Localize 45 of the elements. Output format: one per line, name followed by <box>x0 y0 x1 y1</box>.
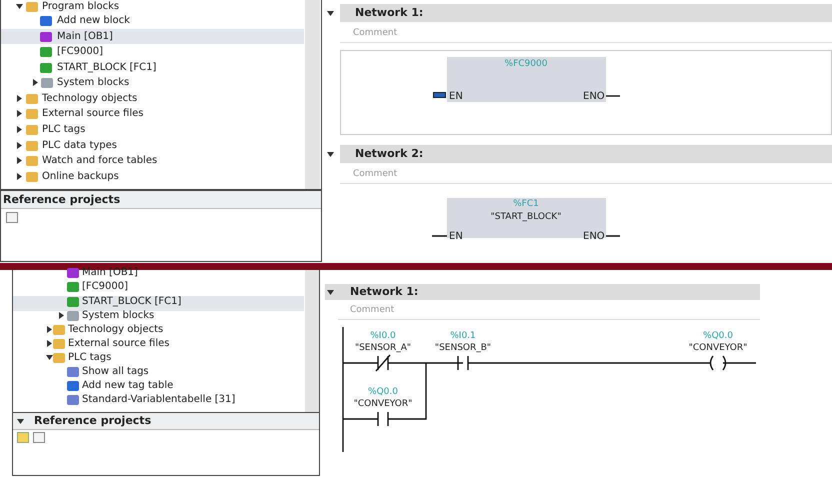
tree-item: Technology objects <box>68 323 164 336</box>
tree-item: External source files <box>68 337 170 350</box>
tree-item: PLC tags <box>42 123 86 136</box>
comment-placeholder: Comment <box>353 27 398 40</box>
comment-placeholder: Comment <box>353 168 398 181</box>
tag-address: %I0.1 <box>450 330 476 343</box>
tree-item: Technology objects <box>42 92 138 105</box>
tree-item: [FC9000] <box>82 280 128 293</box>
block-address: %FC9000 <box>504 58 548 71</box>
tag-name: "CONVEYOR" <box>354 398 412 411</box>
tree-item: START_BLOCK [FC1] <box>57 61 156 74</box>
tree-item: Program blocks <box>42 0 120 13</box>
comment-placeholder: Comment <box>350 304 394 317</box>
tree-item: Show all tags <box>82 365 149 378</box>
tag-name: "SENSOR_B" <box>434 342 492 355</box>
tree-item: Add new tag table <box>82 379 174 392</box>
tree-item: PLC tags <box>68 351 112 364</box>
tree-item: System blocks <box>57 76 130 89</box>
tree-item: Main [OB1] <box>82 266 138 279</box>
tree-item: Main [OB1] <box>57 30 113 43</box>
block-address: %FC1 <box>513 198 539 211</box>
tree-item: Online backups <box>42 170 119 183</box>
tag-name: "CONVEYOR" <box>688 342 748 355</box>
tag-address: %Q0.0 <box>703 330 733 343</box>
pin-label: EN <box>449 90 463 103</box>
pin-label: EN <box>449 230 463 243</box>
block-name: "START_BLOCK" <box>490 211 562 224</box>
tree-item: External source files <box>42 107 144 120</box>
network-title: Network 2: <box>355 147 424 160</box>
tree-item: Standard-Variablentabelle [31] <box>82 393 236 406</box>
pin-label: ENO <box>583 230 605 243</box>
panel-title: Reference projects <box>3 193 120 206</box>
tag-address: %Q0.0 <box>368 386 398 399</box>
tree-item: [FC9000] <box>57 45 103 58</box>
tree-item: START_BLOCK [FC1] <box>82 295 182 308</box>
tree-item: Watch and force tables <box>42 154 158 167</box>
tree-item: PLC data types <box>42 139 118 152</box>
tree-item: Add new block <box>57 14 130 27</box>
network-title: Network 1: <box>355 6 424 19</box>
tag-name: "SENSOR_A" <box>354 342 412 355</box>
tag-address: %I0.0 <box>370 330 396 343</box>
network-title: Network 1: <box>350 285 418 298</box>
pin-label: ENO <box>583 90 605 103</box>
panel-title: Reference projects <box>34 414 152 427</box>
tree-item: System blocks <box>82 309 154 322</box>
